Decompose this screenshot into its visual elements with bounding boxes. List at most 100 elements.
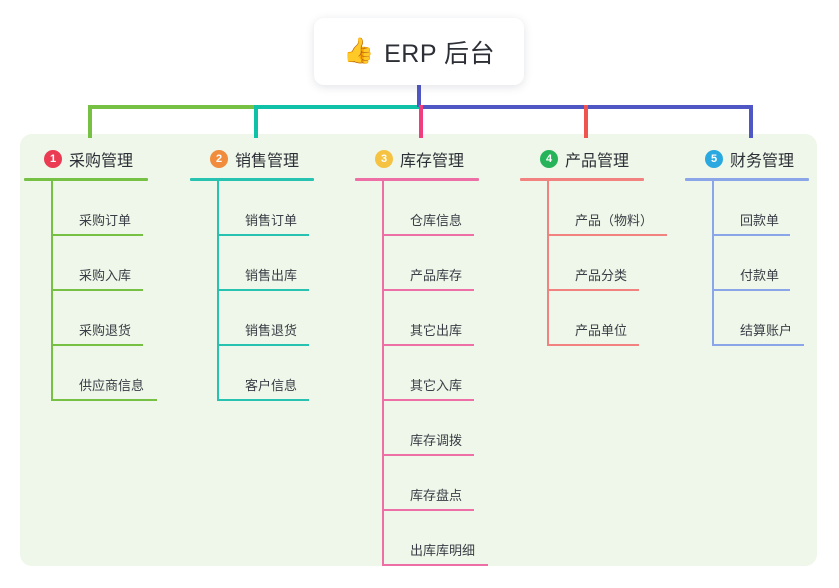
leaf-item[interactable]: 其它出库 <box>382 291 520 346</box>
leaf-item-rule <box>217 289 309 291</box>
column-badge-3: 3 <box>375 150 393 168</box>
leaf-item-label: 采购入库 <box>79 268 132 283</box>
leaf-item-label: 采购退货 <box>79 323 132 338</box>
leaf-item[interactable]: 付款单 <box>712 236 830 291</box>
leaf-item-rule <box>712 289 790 291</box>
leaf-item-label: 结算账户 <box>740 323 793 338</box>
leaf-item-rule <box>712 234 790 236</box>
column-header-rule-4 <box>520 178 644 181</box>
column-items-2: 销售订单销售出库销售退货客户信息 <box>217 181 355 401</box>
leaf-item-label: 库存盘点 <box>410 488 463 503</box>
leaf-item[interactable]: 库存调拨 <box>382 401 520 456</box>
bus-segment-2 <box>254 105 419 109</box>
column-badge-1: 1 <box>44 150 62 168</box>
leaf-item-label: 产品库存 <box>410 268 463 283</box>
leaf-item-rule <box>217 344 309 346</box>
column-items-5: 回款单付款单结算账户 <box>712 181 830 346</box>
column-4: 4 产品管理产品（物料） 产品分类产品单位 <box>520 146 685 346</box>
leaf-item-rule <box>217 399 309 401</box>
leaf-item[interactable]: 采购入库 <box>51 236 189 291</box>
root-node-inner: 👍 ERP 后台 <box>343 34 495 70</box>
column-items-4: 产品（物料） 产品分类产品单位 <box>547 181 685 346</box>
leaf-item[interactable]: 其它入库 <box>382 346 520 401</box>
leaf-item-rule <box>217 234 309 236</box>
leaf-item-rule <box>712 344 804 346</box>
leaf-item-label: 供应商信息 <box>79 378 145 393</box>
column-header-2[interactable]: 2 销售管理 <box>190 146 355 172</box>
column-badge-4: 4 <box>540 150 558 168</box>
leaf-item-label: 其它入库 <box>410 378 463 393</box>
leaf-item-label: 产品（物料） <box>575 213 654 228</box>
column-header-rule-1 <box>24 178 148 181</box>
leaf-item-rule <box>382 564 488 566</box>
root-node[interactable]: 👍 ERP 后台 <box>314 18 524 85</box>
leaf-item[interactable]: 销售退货 <box>217 291 355 346</box>
leaf-item[interactable]: 产品单位 <box>547 291 685 346</box>
column-header-rule-3 <box>355 178 479 181</box>
leaf-item[interactable]: 仓库信息 <box>382 181 520 236</box>
column-items-1: 采购订单采购入库采购退货供应商信息 <box>51 181 189 401</box>
column-header-rule-2 <box>190 178 314 181</box>
leaf-item-rule <box>382 454 474 456</box>
leaf-item-rule <box>382 399 474 401</box>
column-spine-2 <box>217 181 219 401</box>
column-title-2: 销售管理 <box>235 153 300 170</box>
root-trunk-connector <box>417 85 421 107</box>
column-badge-2: 2 <box>210 150 228 168</box>
leaf-item-label: 产品分类 <box>575 268 628 283</box>
leaf-item-label: 出库库明细 <box>410 543 476 558</box>
column-spine-3 <box>382 181 384 566</box>
leaf-item[interactable]: 结算账户 <box>712 291 830 346</box>
column-spine-5 <box>712 181 714 346</box>
leaf-item[interactable]: 产品库存 <box>382 236 520 291</box>
leaf-item-rule <box>382 289 474 291</box>
leaf-item[interactable]: 库存盘点 <box>382 456 520 511</box>
leaf-item[interactable]: 销售订单 <box>217 181 355 236</box>
leaf-item[interactable]: 销售出库 <box>217 236 355 291</box>
leaf-item-rule <box>382 509 474 511</box>
leaf-item[interactable]: 回款单 <box>712 181 830 236</box>
leaf-item[interactable]: 产品分类 <box>547 236 685 291</box>
column-spine-4 <box>547 181 549 346</box>
column-5: 5 财务管理回款单付款单结算账户 <box>685 146 830 346</box>
drop-connector-1 <box>88 105 92 138</box>
leaf-item-label: 其它出库 <box>410 323 463 338</box>
leaf-item[interactable]: 供应商信息 <box>51 346 189 401</box>
leaf-item-rule <box>51 289 143 291</box>
column-items-3: 仓库信息产品库存其它出库其它入库库存调拨库存盘点出库库明细 <box>382 181 520 566</box>
column-spine-1 <box>51 181 53 401</box>
drop-connector-5 <box>749 105 753 138</box>
column-2: 2 销售管理销售订单销售出库销售退货客户信息 <box>190 146 355 401</box>
column-badge-5: 5 <box>705 150 723 168</box>
column-title-5: 财务管理 <box>730 153 795 170</box>
column-header-5[interactable]: 5 财务管理 <box>685 146 830 172</box>
leaf-item-rule <box>382 234 474 236</box>
content-panel <box>20 134 817 566</box>
leaf-item[interactable]: 出库库明细 <box>382 511 520 566</box>
column-title-4: 产品管理 <box>565 153 630 170</box>
thumbs-up-icon: 👍 <box>342 37 375 65</box>
leaf-item[interactable]: 客户信息 <box>217 346 355 401</box>
leaf-item-label: 销售出库 <box>245 268 298 283</box>
column-header-4[interactable]: 4 产品管理 <box>520 146 685 172</box>
leaf-item-label: 回款单 <box>740 213 780 228</box>
leaf-item[interactable]: 采购退货 <box>51 291 189 346</box>
leaf-item-label: 销售订单 <box>245 213 298 228</box>
leaf-item-label: 产品单位 <box>575 323 628 338</box>
column-header-rule-5 <box>685 178 809 181</box>
leaf-item-label: 采购订单 <box>79 213 132 228</box>
leaf-item[interactable]: 产品（物料） <box>547 181 685 236</box>
leaf-item[interactable]: 采购订单 <box>51 181 189 236</box>
leaf-item-label: 仓库信息 <box>410 213 463 228</box>
drop-connector-3 <box>419 105 423 138</box>
leaf-item-rule <box>51 234 143 236</box>
leaf-item-label: 库存调拨 <box>410 433 463 448</box>
bus-segment-1 <box>88 105 254 109</box>
leaf-item-rule <box>51 344 143 346</box>
drop-connector-4 <box>584 105 588 138</box>
